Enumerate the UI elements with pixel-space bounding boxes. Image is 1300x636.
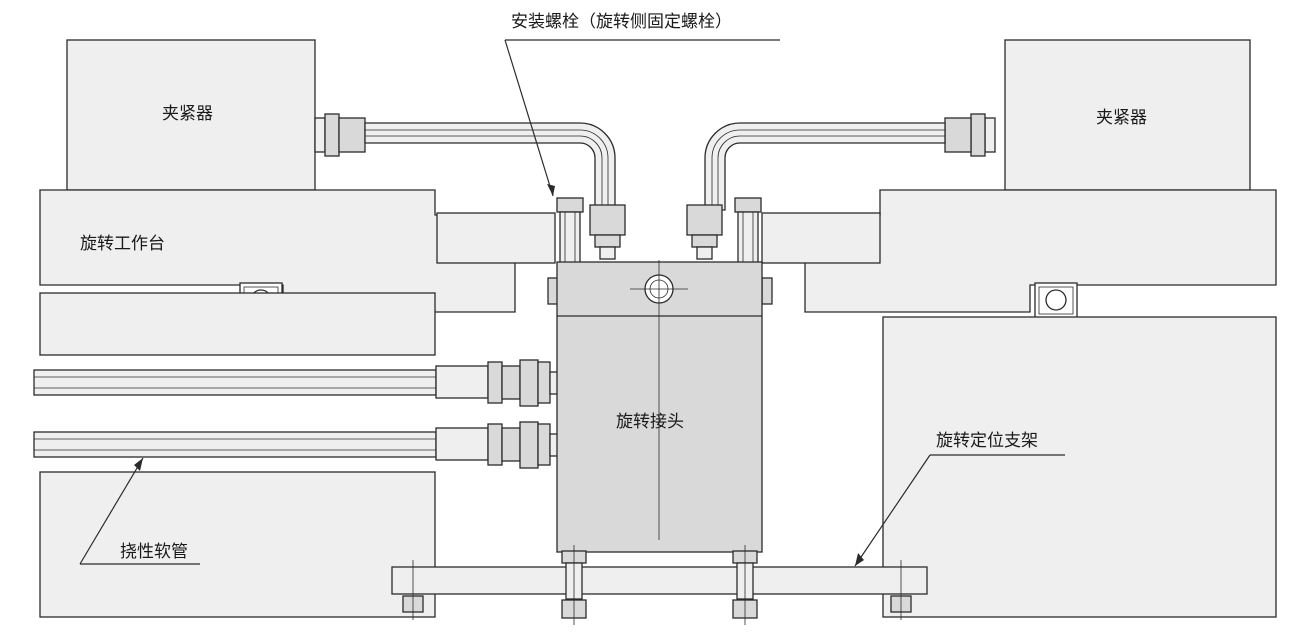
rotation-stop-bracket-label: 旋转定位支架 [936,431,1038,451]
right-rotary-table-plate [804,189,1277,313]
right-mounting-plate [761,212,881,264]
right-mounting-bolt [734,197,762,265]
leader-lines [79,39,1065,567]
flexible-hose-upper [33,359,559,407]
right-clamp-block [1004,39,1251,191]
flexible-hose-label: 挠性软管 [120,542,188,562]
left-pipe-fitting [589,204,626,260]
left-mounting-bolt [556,197,584,265]
left-rotary-table-plate [39,189,516,313]
joint-bottom-bolts [561,545,758,625]
left-clamp-pipe [314,113,616,211]
clamp-right-label: 夹紧器 [1096,108,1147,128]
mount-bolt-label: 安装螺栓（旋转侧固定螺栓） [511,12,732,32]
clamp-left-label: 夹紧器 [162,104,213,124]
right-bearing [1034,282,1078,319]
rotary-joint-label: 旋转接头 [616,412,684,432]
rotation-stop-bar [391,560,928,620]
left-mounting-plate [436,212,556,264]
right-base [882,316,1277,618]
left-clamp-block [66,39,316,191]
right-clamp-pipe [704,113,996,211]
right-pipe-fitting [686,204,723,260]
flexible-hose-lower [33,421,559,469]
rotary-table-label: 旋转工作台 [80,234,165,254]
left-base-upper [39,292,436,356]
left-base-lower [39,471,436,618]
rotary-joint-body [547,260,773,553]
